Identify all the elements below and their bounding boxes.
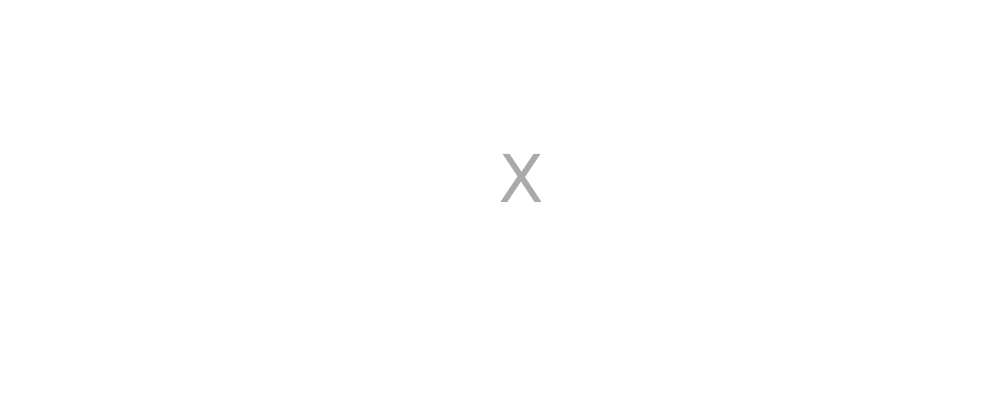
close-icon[interactable]: X (498, 141, 544, 218)
